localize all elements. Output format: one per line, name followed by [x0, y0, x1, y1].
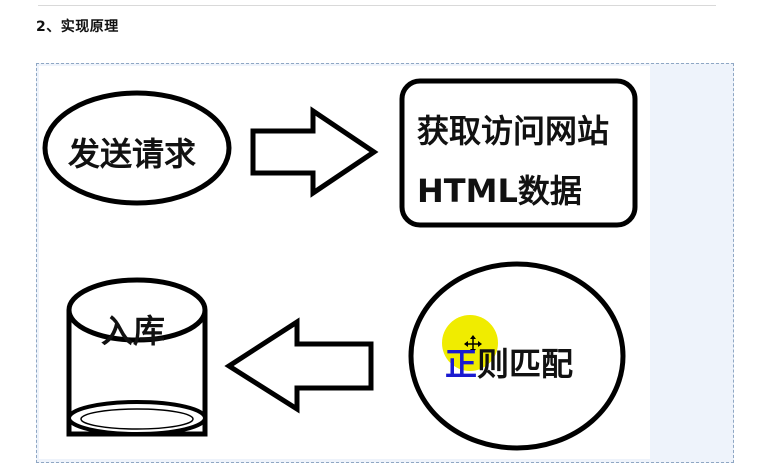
regex-match-circle [408, 261, 626, 451]
send-request-ellipse [42, 90, 232, 206]
cursor-highlight [442, 315, 498, 371]
fetch-html-box [399, 78, 638, 228]
regex-match-label-highlighted: 正 [445, 345, 478, 383]
principle-diagram: 发送请求 获取访问网站 HTML数据 正则匹配 入库 [39, 66, 650, 459]
fetch-html-label-line1: 获取访问网站 [417, 112, 610, 150]
move-cursor-icon [464, 335, 482, 353]
left-arrow [224, 317, 374, 414]
right-arrow [250, 106, 379, 198]
fetch-html-label-line2: HTML数据 [417, 172, 582, 210]
store-label: 入库 [101, 312, 166, 350]
section-heading: 2、实现原理 [36, 19, 119, 35]
regex-match-label: 正则匹配 [445, 339, 573, 385]
regex-match-label-rest: 则匹配 [477, 345, 574, 383]
send-request-label: 发送请求 [68, 135, 197, 173]
top-divider [38, 5, 716, 6]
diagram-shapes [42, 78, 638, 451]
